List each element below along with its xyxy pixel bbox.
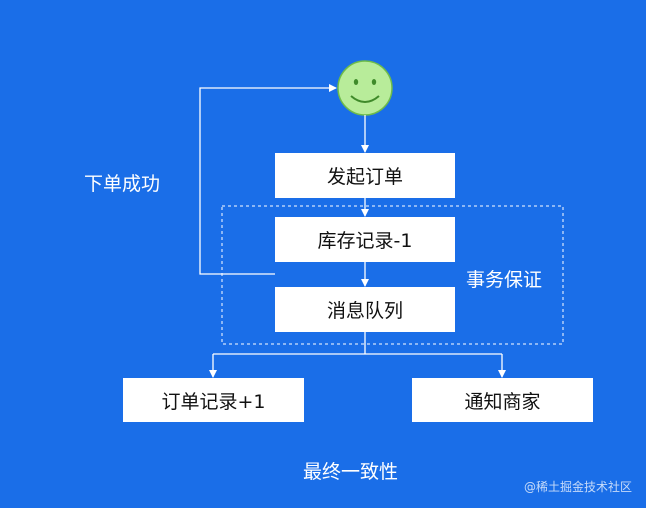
place-order-node: 发起订单 bbox=[275, 153, 455, 198]
arrow-order-success-loop bbox=[199, 84, 337, 275]
inventory-record-node: 库存记录-1 bbox=[275, 217, 455, 262]
smiley-face-icon bbox=[337, 60, 393, 116]
order-success-label: 下单成功 bbox=[84, 173, 161, 195]
order-record-node: 订单记录+1 bbox=[123, 378, 304, 422]
message-queue-node: 消息队列 bbox=[275, 287, 455, 332]
watermark-text: @稀土掘金技术社区 bbox=[523, 480, 632, 494]
notify-merchant-node: 通知商家 bbox=[412, 378, 593, 422]
eventual-consistency-label: 最终一致性 bbox=[303, 461, 399, 483]
transaction-guarantee-label: 事务保证 bbox=[466, 269, 543, 291]
transaction-boundary bbox=[221, 205, 564, 345]
